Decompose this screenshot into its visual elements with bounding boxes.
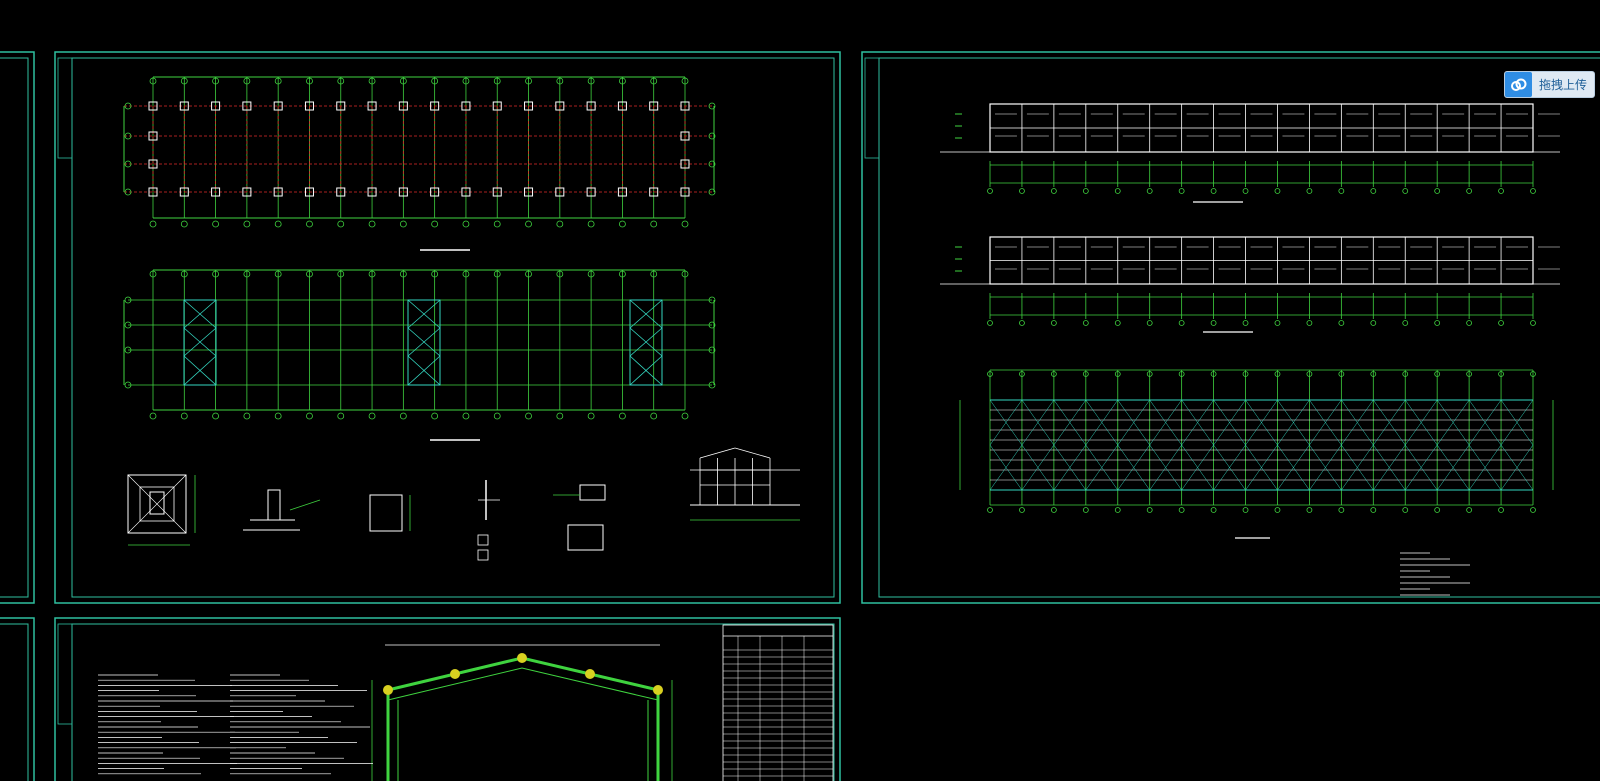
cloud-upload-icon <box>1505 72 1532 97</box>
foundation-grid-plan <box>123 76 716 251</box>
design-notes <box>98 674 373 775</box>
elevation-a <box>940 103 1560 203</box>
detail-drawings <box>127 447 800 561</box>
purlin-layout-plan <box>959 369 1554 596</box>
sheet-foundation-plan[interactable] <box>54 51 841 604</box>
drag-upload-label: 拖拽上传 <box>1538 78 1587 92</box>
sheet-left-partial-bottom <box>0 617 35 781</box>
drag-upload-button[interactable]: 拖拽上传 <box>1504 71 1595 98</box>
roof-bracing-plan <box>123 269 716 441</box>
sheet-frame-section[interactable] <box>54 617 841 781</box>
sheet-elevations[interactable] <box>861 51 1600 604</box>
material-table <box>722 624 834 781</box>
portal-frame-section <box>371 644 673 781</box>
sheet-left-partial-top <box>0 51 35 604</box>
elevation-b <box>940 236 1560 333</box>
